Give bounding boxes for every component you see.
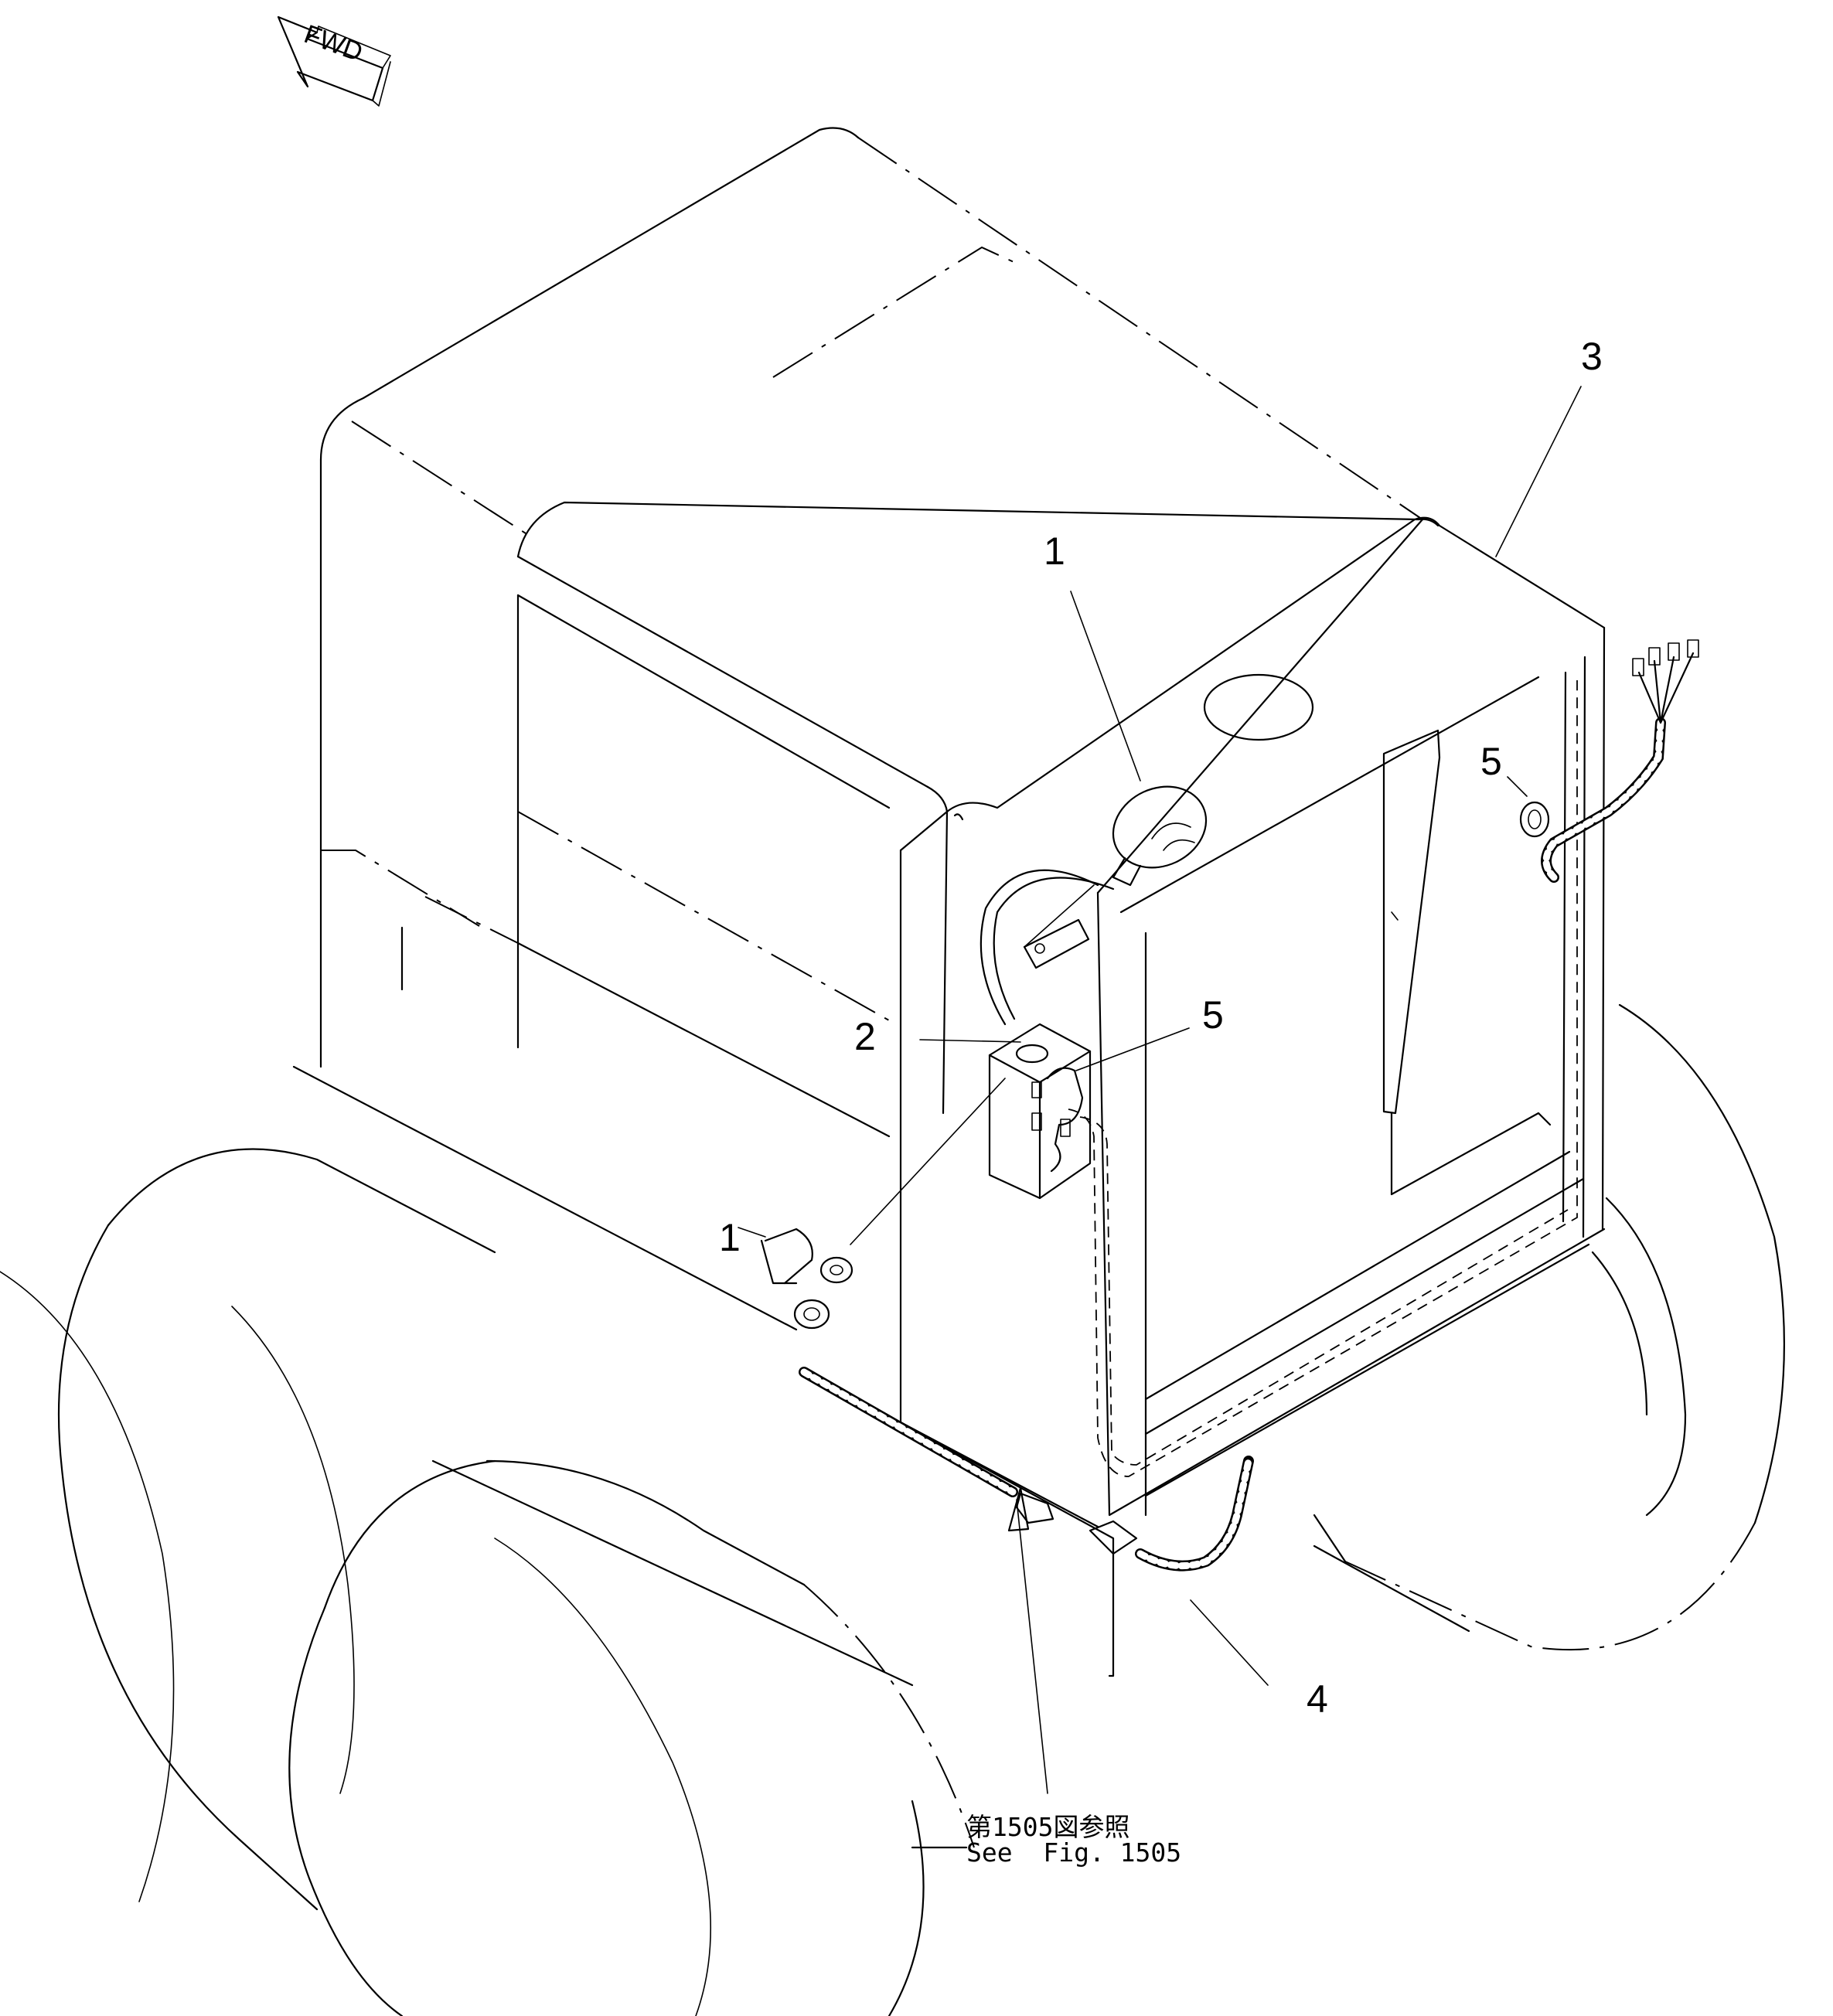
work-lamp xyxy=(980,785,1208,1026)
junction-box xyxy=(988,1023,1092,1200)
callout-2-junction-box: 2 xyxy=(854,1015,876,1058)
callout-1-lamp: 1 xyxy=(1044,530,1065,573)
fwd-label: FWD xyxy=(300,19,366,67)
reference-note: 第1505図参照 See Fig. 1505 xyxy=(966,1812,1181,1868)
reference-note-japanese: 第1505図参照 xyxy=(966,1812,1129,1842)
wire-harness xyxy=(799,639,1699,1572)
callout-1-bolt: 1 xyxy=(719,1216,741,1259)
callout-4-harness: 4 xyxy=(1307,1677,1328,1721)
callout-5-grommet: 5 xyxy=(1480,740,1502,783)
forward-arrow-icon: FWD xyxy=(277,15,391,107)
callouts: 1 2 3 5 5 1 4 xyxy=(719,335,1603,1721)
wheels xyxy=(0,1003,1785,2016)
bolt-and-washer xyxy=(760,1228,853,1330)
reference-note-english: See Fig. 1505 xyxy=(966,1837,1181,1868)
hood-body xyxy=(292,127,1606,1677)
callout-5-junction: 5 xyxy=(1202,993,1224,1037)
callout-3-hood: 3 xyxy=(1581,335,1603,378)
leader-lines xyxy=(738,386,1582,1794)
